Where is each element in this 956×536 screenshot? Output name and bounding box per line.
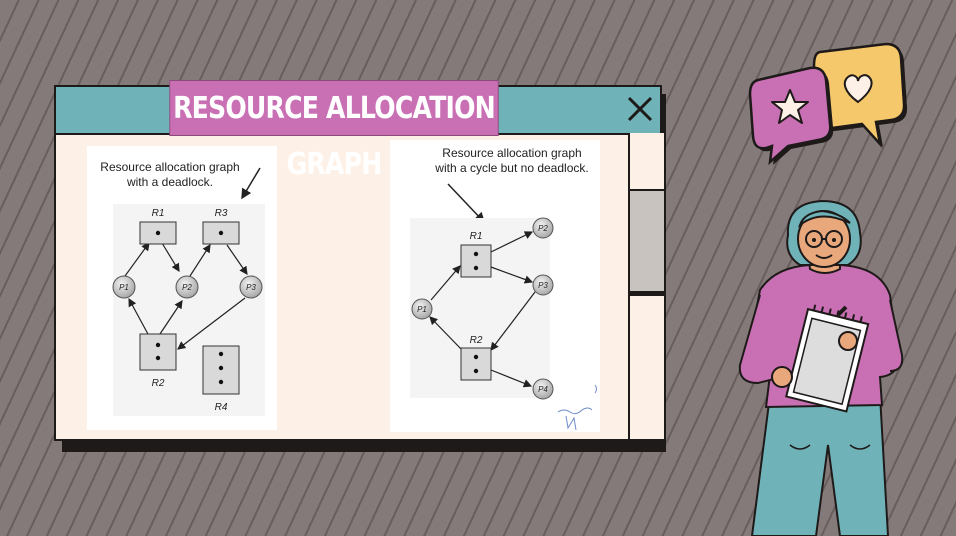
scrollbar-thumb[interactable] [630,189,664,296]
label-r4: R4 [215,402,228,413]
edge-r2-p2 [159,300,183,335]
deadlock-graph: R1 R3 R2 R4 P1 P2 P3 [112,167,265,416]
resource-instance [155,230,161,236]
resource-instance [473,368,479,374]
resource-instance [218,230,224,236]
edge-p2-r3 [189,243,211,277]
caption-pointer-arrow [447,183,486,224]
edge-r2-p4 [490,369,533,388]
label-p2: P2 [182,283,192,292]
process-p2 [532,217,554,239]
resource-instance [218,351,224,357]
label-r2: R2 [152,378,165,389]
edge-r2-p1 [429,316,463,351]
edge-p1-r1 [430,265,461,301]
pink-bubble [748,66,834,165]
label-p4: P4 [538,385,548,394]
caption-pointer-arrow [241,167,261,200]
process-p3 [532,274,554,296]
resource-instance [155,355,161,361]
resource-instance [155,342,161,348]
edge-r1-p3 [490,266,534,284]
yellow-bubble [812,42,908,149]
label-p1: P1 [119,283,129,292]
process-p1 [411,298,433,320]
process-p1 [112,275,136,299]
label-p3: P3 [538,281,548,290]
no-deadlock-graph-figure: Resource allocation graph with a cycle b… [390,140,600,432]
scribble-watermark [557,384,597,431]
edge-p3-r2 [177,297,246,350]
diagram-area [113,204,265,416]
resource-instance [218,365,224,371]
deadlock-graph-figure: Resource allocation graph with a deadloc… [87,146,277,430]
no-deadlock-caption-line1: Resource allocation graph [442,146,582,160]
label-r1: R1 [470,231,483,242]
label-r1: R1 [152,208,165,219]
speech-bubbles [748,42,908,165]
slide-title: RESOURCE ALLOCATION GRAPH [169,80,499,182]
no-deadlock-caption-line2: with a cycle but no deadlock. [435,161,589,175]
process-p4 [532,378,554,400]
label-p1: P1 [417,305,427,314]
scrollbar-track[interactable] [628,133,664,439]
resource-r1 [460,244,492,278]
label-r2: R2 [470,335,483,346]
resource-instance [473,251,479,257]
edge-p1-r1 [124,242,150,277]
resource-r2 [139,333,177,371]
edge-r1-p2 [161,242,180,273]
star-icon [771,89,809,124]
label-r3: R3 [215,208,228,219]
woman-with-notepad-illustration [738,199,904,536]
edge-p3-r2 [490,291,536,351]
heart-icon [843,74,873,104]
close-button[interactable] [624,93,656,125]
label-p2: P2 [538,224,548,233]
process-p3 [239,275,263,299]
edge-r2-p1 [128,297,150,337]
deadlock-caption-line2: with a deadlock. [126,175,214,189]
label-p3: P3 [246,283,256,292]
no-deadlock-graph: R1 R2 P1 P2 P3 P4 [410,183,597,431]
process-p2 [175,275,199,299]
close-icon [627,96,653,122]
edge-r1-p2 [490,231,534,253]
resource-r2 [460,347,492,381]
edge-r3-p3 [226,244,248,275]
deadlock-caption-line1: Resource allocation graph [100,160,240,174]
resource-instance [473,354,479,360]
resource-instance [473,265,479,271]
resource-instance [218,379,224,385]
